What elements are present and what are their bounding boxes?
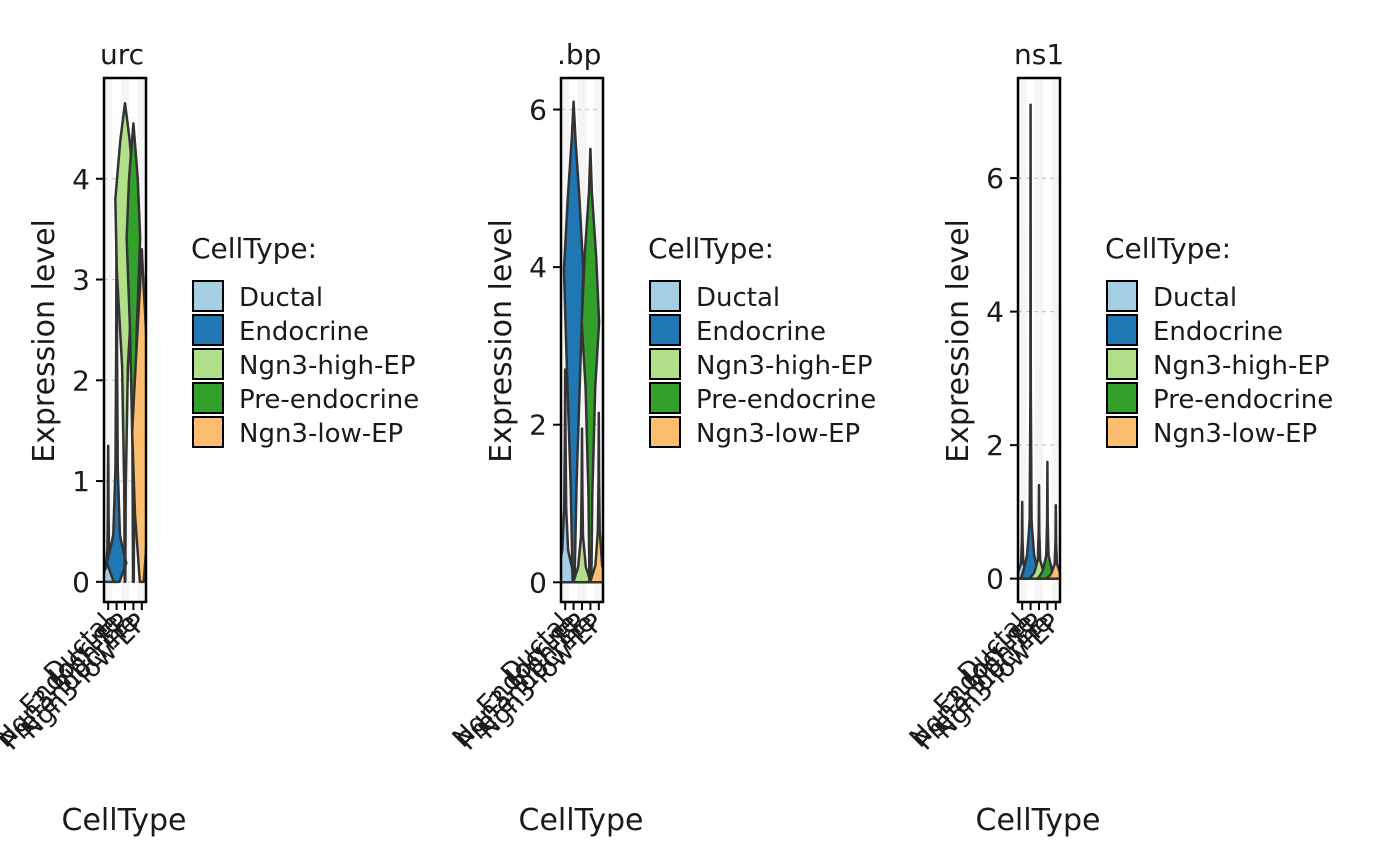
legend-swatch — [649, 280, 681, 312]
y-axis-label: Expression level — [941, 219, 976, 463]
legend-swatch — [649, 314, 681, 346]
legend-label: Pre-endocrine — [239, 385, 419, 415]
violin-ductal — [1018, 500, 1034, 580]
legend-swatch — [192, 348, 224, 380]
violin-ngn3-low-ep — [130, 248, 146, 584]
panel-title: ns1 — [1014, 38, 1064, 71]
panel-title: .bp — [557, 38, 601, 71]
y-tick-label: 3 — [72, 264, 90, 297]
y-tick-label: 0 — [529, 566, 547, 599]
violin-ngn3-high-ep — [1028, 483, 1050, 580]
y-tick-label: 6 — [986, 162, 1004, 195]
violin-ngn3-high-ep — [572, 427, 592, 584]
legend-label: Endocrine — [1153, 317, 1283, 347]
y-tick-label: 4 — [72, 163, 90, 196]
legend-swatch — [1106, 416, 1138, 448]
y-axis-label: Expression level — [27, 219, 62, 463]
y-axis-label: Expression level — [484, 219, 519, 463]
legend-label: Ngn3-high-EP — [239, 351, 416, 381]
legend-swatch — [1106, 382, 1138, 414]
legend-title: CellType: — [191, 232, 317, 265]
y-tick-label: 1 — [72, 465, 90, 498]
y-tick-label: 0 — [986, 563, 1004, 596]
category-band — [1018, 78, 1027, 602]
panel-title: urc — [100, 38, 144, 71]
violin-endocrine — [562, 100, 585, 584]
violin-ductal — [561, 368, 577, 584]
y-tick-label: 6 — [529, 94, 547, 127]
x-axis-label: CellType — [976, 803, 1101, 838]
legend-label: Ductal — [1153, 283, 1237, 313]
y-tick-label: 4 — [529, 251, 547, 284]
violins — [1018, 103, 1060, 580]
legend-label: Ductal — [696, 283, 780, 313]
legend-swatch — [1106, 348, 1138, 380]
legend-swatch — [192, 416, 224, 448]
legend-label: Pre-endocrine — [1153, 385, 1333, 415]
legend-title: CellType: — [648, 232, 774, 265]
y-tick-label: 2 — [529, 409, 547, 442]
violin-pre-endocrine — [1036, 460, 1059, 580]
violins — [561, 100, 603, 584]
legend-label: Endocrine — [696, 317, 826, 347]
legend-swatch — [192, 314, 224, 346]
legend-title: CellType: — [1105, 232, 1231, 265]
legend-label: Ngn3-low-EP — [1153, 419, 1317, 449]
y-tick-label: 2 — [986, 429, 1004, 462]
violins — [104, 101, 146, 584]
legend-label: Ngn3-high-EP — [1153, 351, 1330, 381]
violin-ductal — [104, 444, 120, 584]
legend-swatch — [192, 382, 224, 414]
legend-swatch — [1106, 280, 1138, 312]
legend-swatch — [649, 348, 681, 380]
x-axis-label: CellType — [519, 803, 644, 838]
y-tick-label: 0 — [72, 566, 90, 599]
violin-ngn3-low-ep — [588, 411, 603, 584]
y-tick-label: 4 — [986, 296, 1004, 329]
legend-label: Ngn3-high-EP — [696, 351, 873, 381]
category-band — [104, 78, 113, 602]
legend-swatch — [192, 280, 224, 312]
violin-pre-endocrine — [580, 147, 601, 584]
legend-swatch — [1106, 314, 1138, 346]
legend-label: Ductal — [239, 283, 323, 313]
legend-swatch — [649, 416, 681, 448]
violin-ngn3-low-ep — [1044, 503, 1060, 580]
y-tick-label: 2 — [72, 364, 90, 397]
legend-label: Endocrine — [239, 317, 369, 347]
legend-label: Ngn3-low-EP — [239, 419, 403, 449]
legend-swatch — [649, 382, 681, 414]
violin-endocrine — [1019, 103, 1042, 580]
legend-label: Pre-endocrine — [696, 385, 876, 415]
x-axis-label: CellType — [62, 803, 187, 838]
category-band — [1051, 78, 1060, 602]
legend-label: Ngn3-low-EP — [696, 419, 860, 449]
category-band — [1034, 78, 1044, 602]
